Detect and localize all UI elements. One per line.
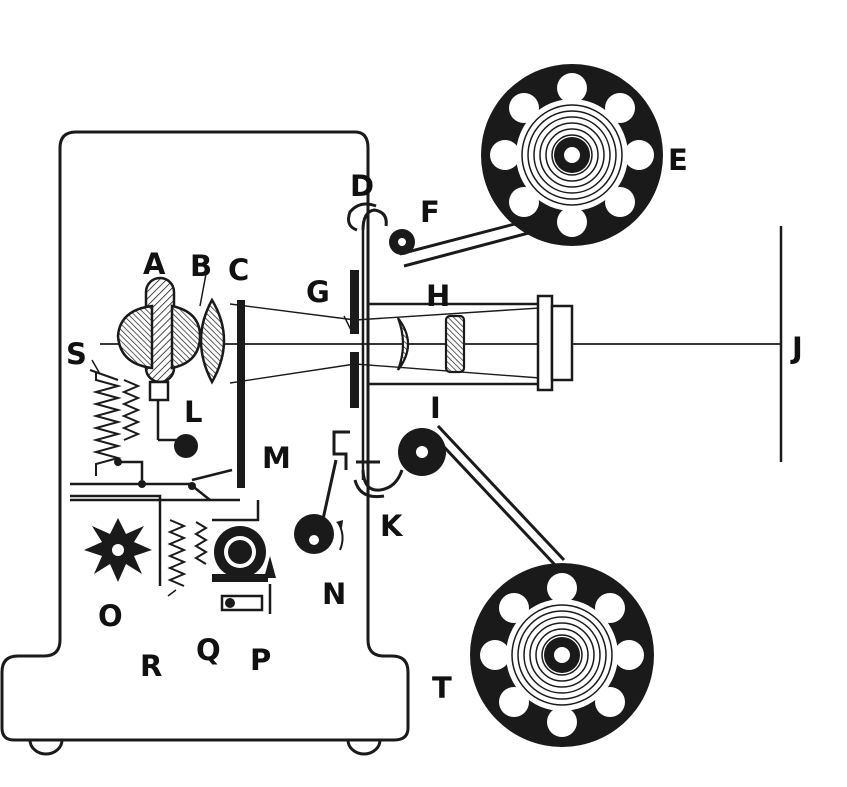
projector-housing [0,130,410,756]
cooling-fan [84,518,152,582]
reflector [116,304,202,370]
label-g: G [306,275,330,309]
label-q: Q [196,633,221,667]
label-i: I [430,391,441,425]
switch-pivot-2 [138,480,146,488]
label-r: R [140,649,162,683]
cam-disc [294,514,344,554]
switch-pivot-3 [188,482,196,490]
spring-r [167,519,208,587]
projection-lens-tube [368,294,574,392]
projection-lens-front [396,317,410,371]
label-p: P [250,643,271,677]
condenser-lens [199,297,226,385]
labels: A B C D E F G H I J K L M N O P Q R S T [66,143,803,705]
label-d: D [350,169,374,203]
label-c: C [228,253,249,287]
label-e: E [668,143,688,177]
film-gate [350,230,365,480]
label-o: O [98,599,123,633]
label-f: F [420,195,440,229]
label-t: T [432,671,452,705]
light-cone [229,303,541,384]
sprocket-f [389,229,415,255]
switch-pivot-1 [114,458,122,466]
sprocket-i [398,428,446,476]
motor [212,500,276,614]
label-a: A [143,247,166,281]
takeup-reel [470,563,654,747]
label-k: K [380,509,404,543]
spring-s [92,372,141,476]
feed-reel [481,64,663,246]
label-j: J [790,331,803,365]
label-n: N [322,577,346,611]
lamp-switch-knob [174,434,198,458]
label-h: H [426,279,450,313]
label-b: B [190,249,212,283]
label-m: M [262,441,291,475]
label-s: S [66,337,87,371]
film-path [347,202,566,568]
leader-lines [91,273,353,597]
label-l: L [184,395,202,429]
projection-lens-rear [444,314,466,374]
shutter-blade [237,300,245,488]
linkage [70,460,240,586]
